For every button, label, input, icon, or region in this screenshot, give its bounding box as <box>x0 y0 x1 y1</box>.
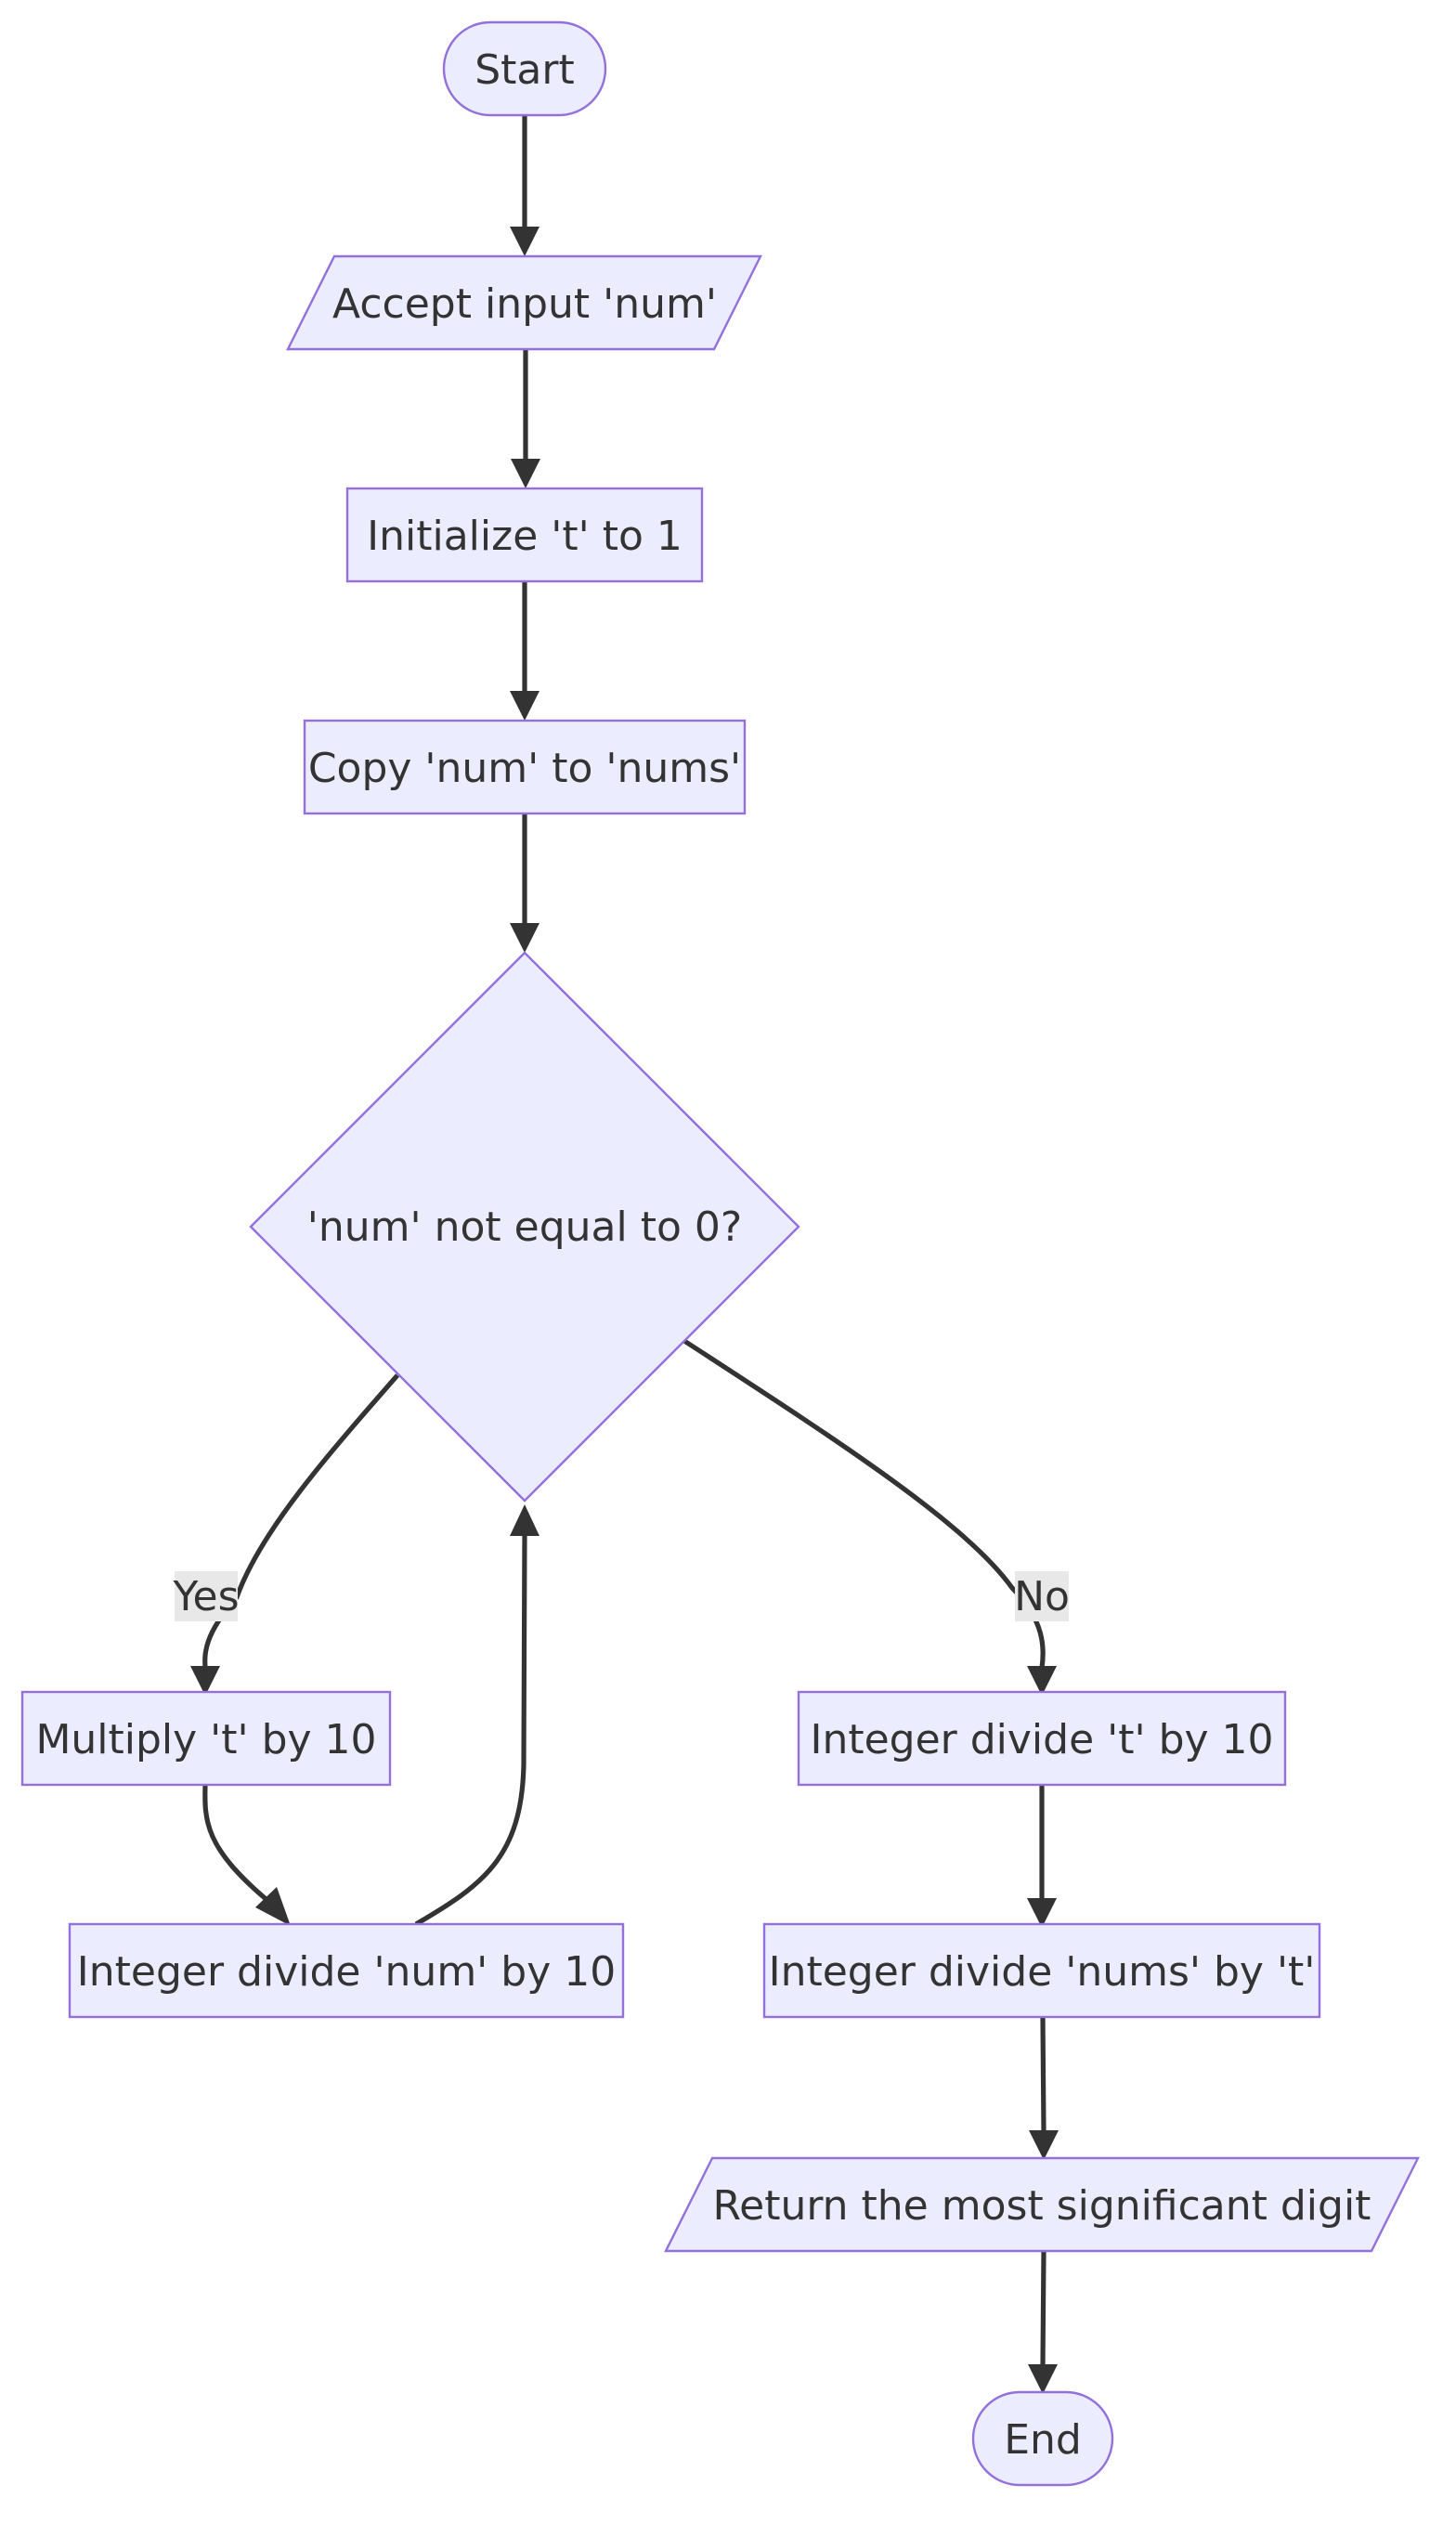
edge-multiply-t-to-divide-num <box>202 1784 271 1905</box>
node-divide-num: Integer divide 'num' by 10 <box>68 1922 625 2019</box>
node-copy-num-label: Copy 'num' to 'nums' <box>308 745 741 792</box>
edge-divide-nums-to-return <box>1040 2016 1046 2133</box>
node-condition-label: 'num' not equal to 0? <box>307 1203 742 1251</box>
node-start-label: Start <box>474 46 575 94</box>
node-condition: 'num' not equal to 0? <box>249 951 800 1503</box>
node-accept-input-label: Accept input 'num' <box>332 280 717 328</box>
edges <box>190 115 1059 2394</box>
edge-label-no-text: No <box>1014 1573 1070 1620</box>
edge-label-no: No <box>1014 1571 1070 1621</box>
node-copy-num: Copy 'num' to 'nums' <box>303 719 747 815</box>
node-accept-input: Accept input 'num' <box>286 254 762 351</box>
edge-label-yes-text: Yes <box>172 1573 239 1620</box>
node-divide-t-label: Integer divide 't' by 10 <box>810 1716 1273 1763</box>
edge-return-to-end <box>1040 2250 1046 2367</box>
arrowhead-icon <box>255 1887 291 1926</box>
arrowhead-icon <box>510 691 540 721</box>
node-multiply-t: Multiply 't' by 10 <box>20 1690 392 1787</box>
node-divide-nums: Integer divide 'nums' by 't' <box>762 1922 1321 2019</box>
arrowhead-icon <box>510 1504 540 1536</box>
node-init-t: Initialize 't' to 1 <box>345 487 704 583</box>
node-divide-t: Integer divide 't' by 10 <box>797 1690 1287 1787</box>
arrowhead-icon <box>1029 2130 1059 2160</box>
arrowhead-icon <box>511 459 540 488</box>
node-end-label: End <box>1004 2416 1082 2464</box>
node-end: End <box>971 2390 1114 2487</box>
node-multiply-t-label: Multiply 't' by 10 <box>35 1716 376 1763</box>
edge-condition-no <box>682 1338 1046 1669</box>
node-return-digit-label: Return the most significant digit <box>713 2182 1372 2230</box>
arrowhead-icon <box>510 227 540 256</box>
arrowhead-icon <box>510 923 540 953</box>
arrowhead-icon <box>1027 1666 1057 1696</box>
arrowhead-icon <box>190 1666 220 1696</box>
edge-divide-num-to-condition <box>414 1533 527 1927</box>
arrowhead-icon <box>1027 1898 1057 1928</box>
arrowhead-icon <box>1028 2364 1058 2394</box>
edge-condition-yes <box>202 1373 399 1669</box>
node-return-digit: Return the most significant digit <box>664 2156 1420 2253</box>
edge-label-yes: Yes <box>172 1571 240 1621</box>
node-divide-num-label: Integer divide 'num' by 10 <box>77 1948 616 1996</box>
node-init-t-label: Initialize 't' to 1 <box>367 513 682 560</box>
node-start: Start <box>442 20 607 117</box>
node-divide-nums-label: Integer divide 'nums' by 't' <box>769 1948 1316 1996</box>
